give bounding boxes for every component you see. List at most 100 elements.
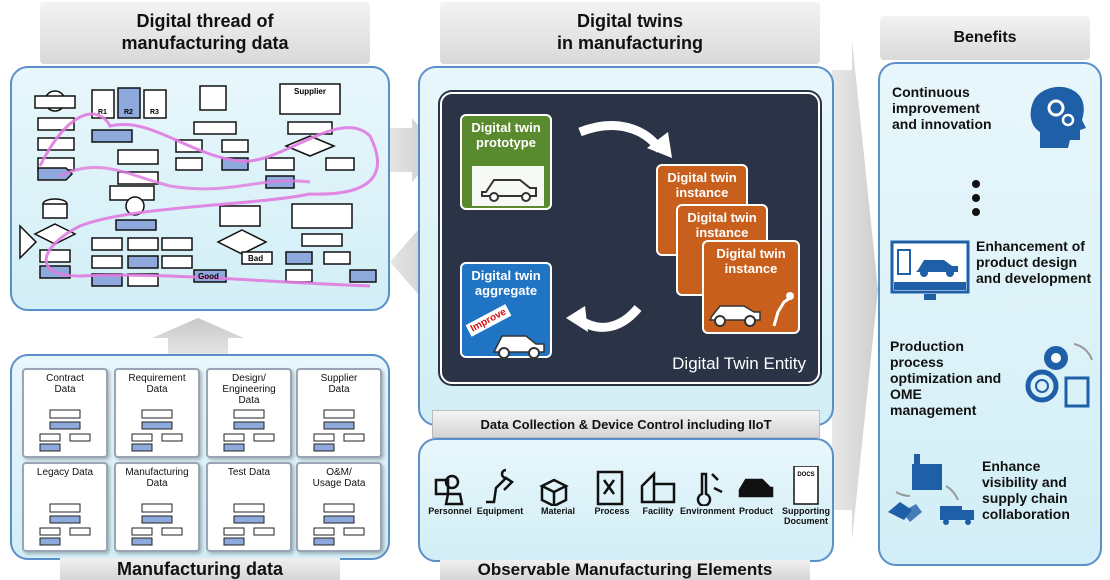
- observable-element-label: Equipment: [476, 506, 524, 516]
- flow-box: [285, 269, 313, 283]
- flow-box: [39, 249, 71, 263]
- req-label: R2: [124, 109, 133, 116]
- data-card-label: Design/ Engineering Data: [222, 373, 276, 406]
- data-card-flowchart: [313, 503, 365, 546]
- flow-x: [19, 224, 38, 260]
- benefit-supply-chain: Enhance visibility and supply chain coll…: [982, 458, 1070, 522]
- twin-instance-box-3: Digital twin instance: [702, 240, 800, 334]
- process-gears-icon: [1025, 343, 1093, 408]
- flow-box: [349, 269, 377, 283]
- flow-box: [301, 233, 343, 247]
- observable-element: Product: [730, 466, 782, 516]
- observable-elements-title: Observable Manufacturing Elements: [440, 560, 810, 580]
- observable-element-label: Facility: [642, 506, 674, 516]
- observable-element: Material: [532, 466, 584, 516]
- flow-box: [127, 237, 159, 251]
- benefit-product-design: Enhancement of product design and develo…: [976, 238, 1092, 286]
- data-card: Legacy Data: [22, 462, 108, 552]
- data-card-label: Legacy Data: [36, 467, 94, 478]
- observable-element-label: Environment: [680, 506, 736, 516]
- data-card-flowchart: [131, 503, 183, 546]
- observable-element: Facility: [632, 466, 684, 516]
- flow-box: [91, 255, 123, 269]
- supplier-box: [279, 83, 341, 115]
- flow-box: [117, 149, 159, 165]
- arrow-twin-to-benefits: [832, 40, 878, 540]
- twin-instance-label: Digital twin instance: [687, 210, 757, 240]
- observable-element-icon: [434, 474, 464, 506]
- twin-aggregate-box: Digital twin aggregate Improve: [460, 262, 552, 358]
- decision-diamond: [33, 223, 77, 245]
- digital-twin-entity-label: Digital Twin Entity: [672, 354, 806, 373]
- benefit-production-optimization: Production process optimization and OME …: [890, 338, 1002, 418]
- data-card-flowchart: [223, 503, 275, 546]
- header-benefits: Benefits: [880, 16, 1090, 60]
- data-card: Contract Data: [22, 368, 108, 458]
- benefit-continuous-improvement: Continuous improvement and innovation: [892, 84, 992, 132]
- observable-element-label: Supporting Document: [782, 506, 830, 526]
- data-card-flowchart: [313, 409, 365, 452]
- data-card-label: Supplier Data: [320, 373, 358, 395]
- flow-box: [127, 255, 159, 269]
- supplier-label: Supplier: [294, 87, 326, 96]
- data-card-label: O&M/ Usage Data: [312, 467, 366, 489]
- flow-box: [161, 255, 193, 269]
- arrow-prototype-to-instance: [578, 121, 664, 153]
- flow-box: [221, 139, 249, 153]
- flow-box: [115, 219, 157, 231]
- observable-element: Equipment: [474, 466, 526, 516]
- observable-element-label: Material: [540, 506, 575, 516]
- test-icon: [219, 205, 261, 227]
- manufacturing-data-title: Manufacturing data: [60, 558, 340, 580]
- twin-prototype-box: Digital twin prototype: [460, 114, 552, 210]
- data-card-flowchart: [223, 409, 275, 452]
- flow-box: [285, 251, 313, 265]
- twin-instance-label: Digital twin instance: [667, 170, 737, 200]
- header-digital-twins: Digital twins in manufacturing: [440, 2, 820, 64]
- arrow-thread-to-twin: [388, 118, 440, 182]
- doc-icon: [143, 89, 167, 119]
- observable-element-icon: [486, 468, 514, 504]
- arrow-data-to-thread: [152, 318, 244, 356]
- observable-element-label: Product: [738, 506, 773, 516]
- thread-line: [38, 112, 379, 288]
- head-gears-icon: [1030, 86, 1086, 148]
- data-card-flowchart: [131, 409, 183, 452]
- data-card: Manufacturing Data: [114, 462, 200, 552]
- observable-element-icon: [738, 478, 774, 498]
- om-icon: [291, 203, 353, 229]
- docs-label: DOCS: [797, 472, 814, 478]
- flow-box: [325, 157, 355, 171]
- data-card: Supplier Data: [296, 368, 382, 458]
- car-blueprint-icon: [472, 166, 544, 206]
- data-card-label: Contract Data: [46, 373, 84, 395]
- flow-box: [175, 157, 203, 171]
- bad-box: [241, 251, 273, 265]
- observable-element-icon: [640, 470, 676, 504]
- decision-diamond: [284, 135, 336, 157]
- observable-element: Process: [586, 466, 638, 516]
- data-collection-bar: Data Collection & Device Control includi…: [432, 410, 820, 438]
- supply-chain-icon: [888, 454, 974, 525]
- product-design-icon: [890, 240, 970, 300]
- thread-line: [59, 165, 311, 191]
- flow-box: [91, 129, 133, 143]
- req-label: R3: [150, 109, 159, 116]
- observable-element: DOCS Supporting Document: [780, 466, 832, 526]
- observable-element-icon: [596, 470, 624, 506]
- data-card: Design/ Engineering Data: [206, 368, 292, 458]
- ellipsis-dots: [972, 180, 980, 216]
- car-icon: [492, 335, 545, 358]
- design-icon: [199, 85, 227, 111]
- observable-element: Personnel: [424, 466, 476, 516]
- digital-thread-diagram: Supplier R1 R2 R3 Bad Good: [19, 83, 379, 288]
- bad-label: Bad: [248, 254, 263, 263]
- observable-element: Environment: [680, 466, 736, 516]
- req-label: R1: [98, 109, 107, 116]
- flow-box: [161, 237, 193, 251]
- gear-icon: [125, 196, 145, 216]
- data-card-label: Test Data: [227, 467, 271, 478]
- data-card-label: Requirement Data: [128, 373, 186, 395]
- twin-instance-label: Digital twin instance: [716, 246, 786, 276]
